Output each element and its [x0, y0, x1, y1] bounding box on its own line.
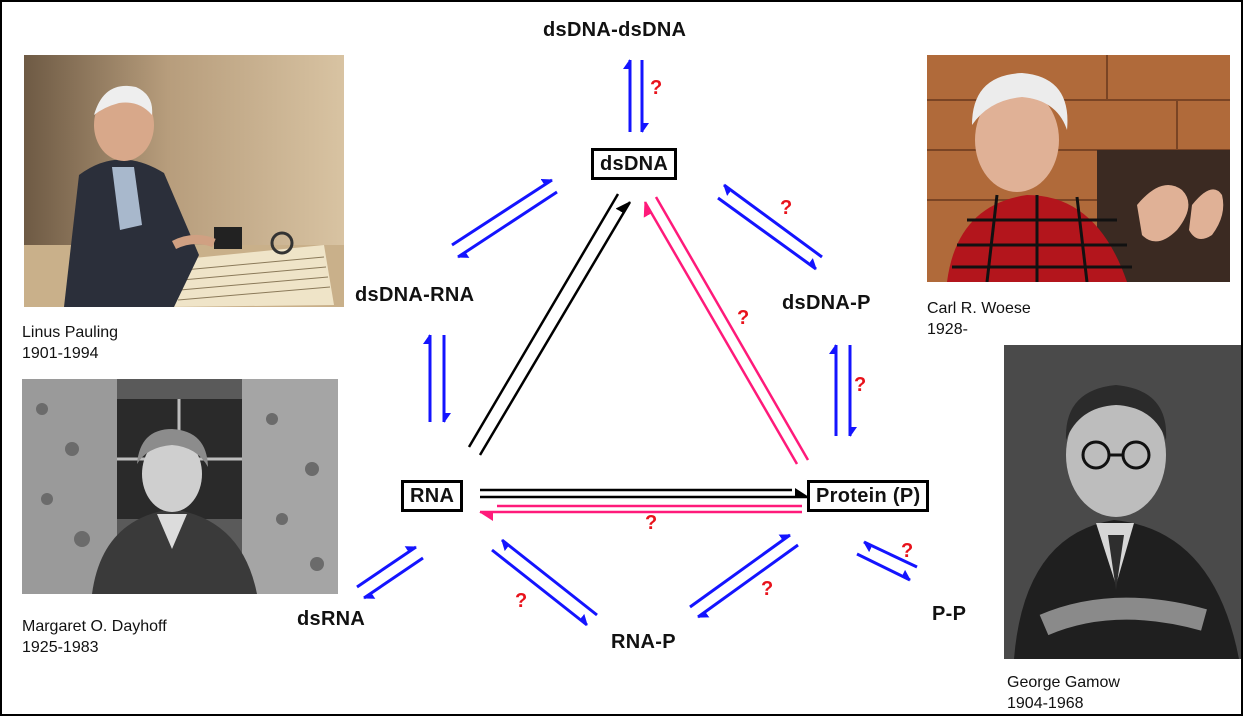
question-dsdna-p-protein: ? [854, 374, 867, 396]
node-dsdna-rna: dsDNA-RNA [355, 284, 475, 306]
node-rna: RNA [401, 480, 464, 512]
question-rna-p-protein: ? [761, 578, 774, 600]
question-pink-diagonal: ? [737, 307, 750, 329]
portrait-name: Margaret O. Dayhoff [22, 618, 167, 635]
arrow-protein-to-p-p [856, 552, 911, 582]
arrow-protein-to-rna-p [697, 543, 799, 619]
caption-george-gamow: George Gamow 1904-1968 [1007, 672, 1120, 714]
portrait-years: 1901-1994 [22, 345, 99, 362]
question-rna-rna-p: ? [515, 590, 528, 612]
question-protein-rna: ? [645, 512, 658, 534]
photo-george-gamow [1004, 345, 1241, 659]
portrait-years: 1928- [927, 321, 968, 338]
portrait-name: Linus Pauling [22, 324, 119, 341]
portrait-years: 1904-1968 [1007, 695, 1084, 712]
question-dsdna-p-upper: ? [780, 197, 793, 219]
arrow-rna-to-protein [480, 488, 809, 499]
arrow-rna-to-rna-p [491, 548, 588, 627]
arrow-rna-to-dsrna [363, 556, 424, 600]
node-rna-p: RNA-P [611, 631, 676, 653]
caption-linus-pauling: Linus Pauling 1901-1994 [22, 322, 118, 364]
arrow-dsdna-p-to-dsdna [723, 183, 823, 259]
arrow-dsdna-to-dsdna-rna [457, 190, 558, 259]
arrow-dsrna-to-rna [356, 545, 417, 589]
portrait-name: George Gamow [1007, 674, 1120, 691]
arrow-protein-to-dsdna [643, 196, 810, 465]
portrait-years: 1925-1983 [22, 639, 99, 656]
arrow-rna-p-to-rna [501, 538, 598, 617]
node-dsdna-dsdna: dsDNA-dsDNA [543, 19, 687, 41]
node-protein: Protein (P) [807, 480, 930, 512]
caption-margaret-dayhoff: Margaret O. Dayhoff 1925-1983 [22, 616, 167, 658]
portrait-name: Carl R. Woese [927, 300, 1031, 317]
node-dsdna: dsDNA [591, 148, 678, 180]
arrow-protein-to-rna [479, 504, 802, 521]
photo-linus-pauling [24, 55, 344, 307]
arrow-p-p-to-protein [863, 540, 918, 569]
caption-carl-woese: Carl R. Woese 1928- [927, 298, 1031, 340]
arrow-dsdna-to-dsdna-p [717, 196, 817, 271]
node-dsrna: dsRNA [297, 608, 366, 630]
arrow-dsdna-rna-to-dsdna [451, 178, 553, 247]
photo-carl-woese [927, 55, 1230, 282]
arrow-rna-p-to-protein [689, 533, 791, 609]
node-p-p: P-P [932, 603, 967, 625]
arrow-rna-to-dsdna [467, 193, 632, 456]
photo-margaret-dayhoff [22, 379, 338, 594]
question-dsdna-dsdna: ? [650, 77, 663, 99]
question-p-p: ? [901, 540, 914, 562]
node-dsdna-p: dsDNA-P [782, 292, 871, 314]
